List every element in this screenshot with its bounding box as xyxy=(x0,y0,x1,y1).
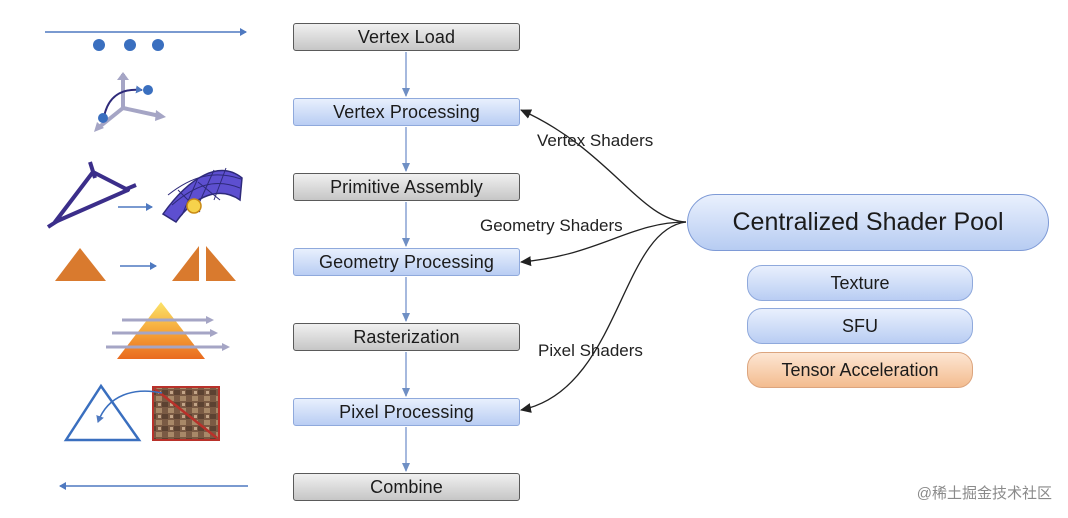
stage-label: Pixel Processing xyxy=(339,401,474,422)
pixel-shaders-label: Pixel Shaders xyxy=(538,341,643,360)
unit-label: Texture xyxy=(830,272,890,293)
vertex-transform-icon xyxy=(94,72,166,132)
vertex-load-icon xyxy=(45,28,247,51)
unit-label: Tensor Acceleration xyxy=(781,359,939,380)
stage-label: Vertex Load xyxy=(357,26,456,47)
stage-label: Rasterization xyxy=(353,326,460,347)
centralized-shader-pool: Centralized Shader Pool xyxy=(687,194,1049,251)
stage-vertex-load: Vertex Load xyxy=(293,23,520,51)
stage-label: Geometry Processing xyxy=(319,251,494,272)
stage-vertex-processing: Vertex Processing xyxy=(293,98,520,126)
primitive-assembly-icon xyxy=(46,161,243,229)
unit-sfu: SFU xyxy=(747,308,973,344)
stage-geometry-processing: Geometry Processing xyxy=(293,248,520,276)
shader-dispatch-arrows xyxy=(520,109,687,413)
pixel-processing-icon xyxy=(63,383,220,442)
pixel-shader-arrow xyxy=(520,221,687,413)
stage-pixel-processing: Pixel Processing xyxy=(293,398,520,426)
geometry-processing-icon xyxy=(55,246,236,281)
vertex-shader-arrow xyxy=(520,109,687,223)
vertex-shaders-label: Vertex Shaders xyxy=(537,131,654,150)
stage-combine: Combine xyxy=(293,473,520,501)
watermark: @稀土掘金技术社区 xyxy=(916,485,1052,502)
unit-label: SFU xyxy=(842,315,878,336)
shader-pool-title: Centralized Shader Pool xyxy=(732,208,1004,236)
stage-primitive-assembly: Primitive Assembly xyxy=(293,173,520,201)
geometry-shaders-label: Geometry Shaders xyxy=(480,216,623,235)
unit-texture: Texture xyxy=(747,265,973,301)
stage-label: Primitive Assembly xyxy=(330,176,483,197)
geometry-shader-arrow xyxy=(520,221,687,267)
unit-tensor-acceleration: Tensor Acceleration xyxy=(747,352,973,388)
stage-label: Combine xyxy=(370,476,443,497)
stage-rasterization: Rasterization xyxy=(293,323,520,351)
stage-label: Vertex Processing xyxy=(333,101,480,122)
rasterization-icon xyxy=(106,302,230,359)
